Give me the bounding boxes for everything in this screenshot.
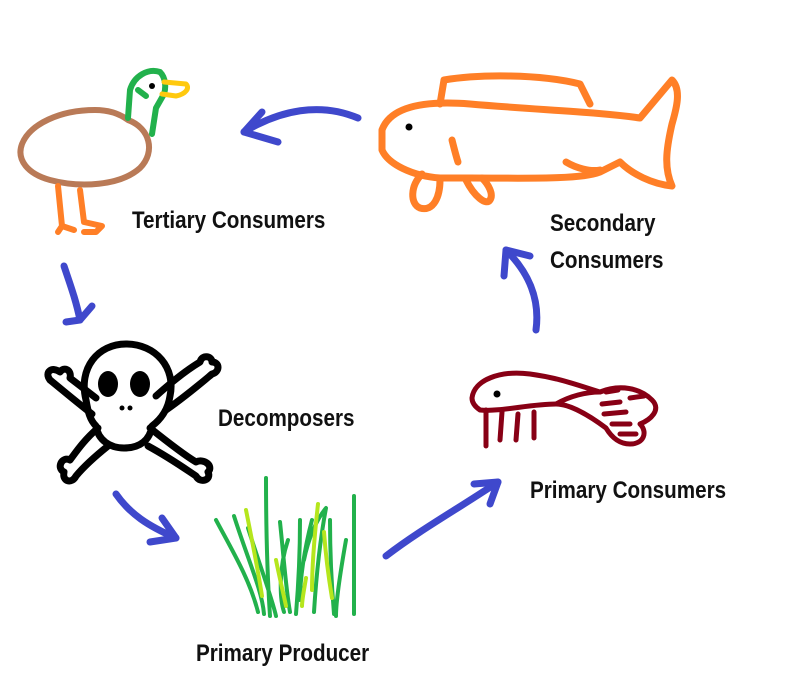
arrow-grass-to-shrimp (382, 478, 502, 560)
arrow-skull-to-grass (112, 490, 180, 546)
arrow-fish-to-duck (240, 106, 362, 146)
arrow-shrimp-to-fish (500, 246, 541, 334)
arrow-duck-to-skull (60, 262, 96, 326)
duck-icon (17, 68, 190, 235)
label-primary-consumers: Primary Consumers (530, 477, 726, 504)
shrimp-icon (469, 370, 659, 449)
label-primary-producer: Primary Producer (196, 640, 369, 667)
label-secondary-line2: Consumers (550, 247, 664, 274)
fish-icon (378, 72, 681, 213)
label-tertiary-consumers: Tertiary Consumers (132, 207, 325, 234)
label-secondary-line1: Secondary (550, 210, 656, 237)
skull-crossbones-icon (44, 340, 222, 485)
label-decomposers: Decomposers (218, 405, 354, 432)
grass-icon (214, 476, 357, 618)
